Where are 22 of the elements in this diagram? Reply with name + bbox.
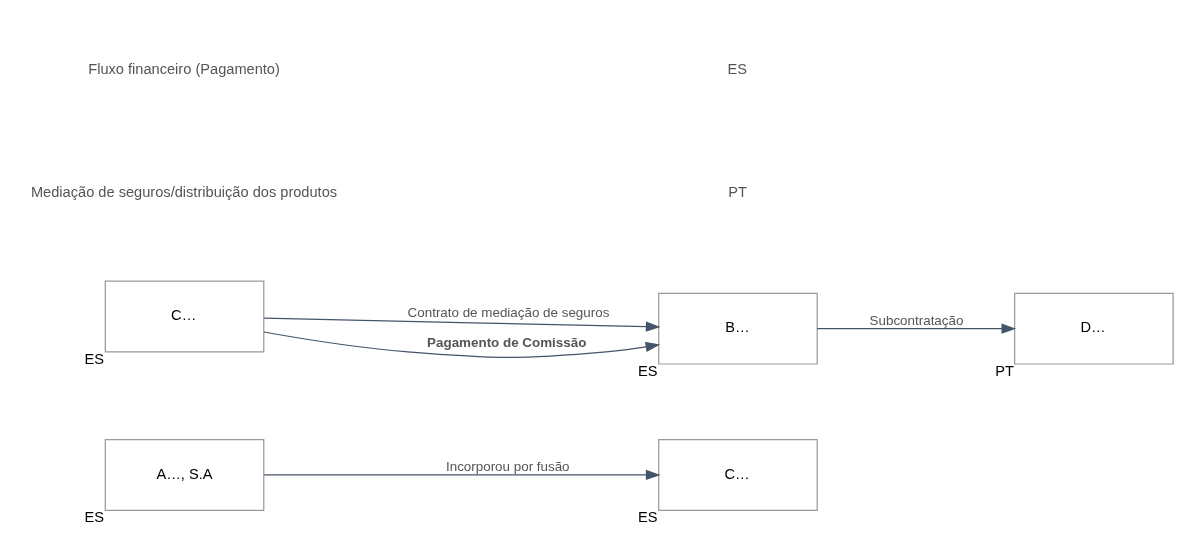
label: Mediação de seguros/distribuição dos produtos: [30, 183, 338, 200]
arrow: [816, 323, 1017, 334]
arrow: [263, 469, 661, 480]
edge-label: Incorporou por fusão: [446, 458, 570, 474]
edge-label: Subcontratação: [869, 312, 964, 328]
node-box: C…: [104, 280, 265, 352]
label: Fluxo financeiro (Pagamento): [88, 60, 280, 77]
node-box: D…: [1014, 292, 1174, 365]
node-label: ES: [84, 508, 105, 525]
edge-label: Contrato de mediação de seguros: [407, 304, 610, 320]
node-box: C…: [658, 438, 818, 511]
arrow: [263, 330, 661, 358]
edge-label: Pagamento de Comissão: [427, 334, 587, 350]
node-label: PT: [995, 362, 1014, 379]
node-label: ES: [637, 362, 658, 379]
arrow: [263, 317, 661, 332]
label: ES: [727, 60, 748, 77]
node-label: ES: [637, 508, 658, 525]
node-box: B…: [658, 292, 818, 365]
node-box: A…, S.A: [104, 438, 265, 511]
label: PT: [728, 183, 747, 200]
node-label: ES: [84, 350, 105, 367]
